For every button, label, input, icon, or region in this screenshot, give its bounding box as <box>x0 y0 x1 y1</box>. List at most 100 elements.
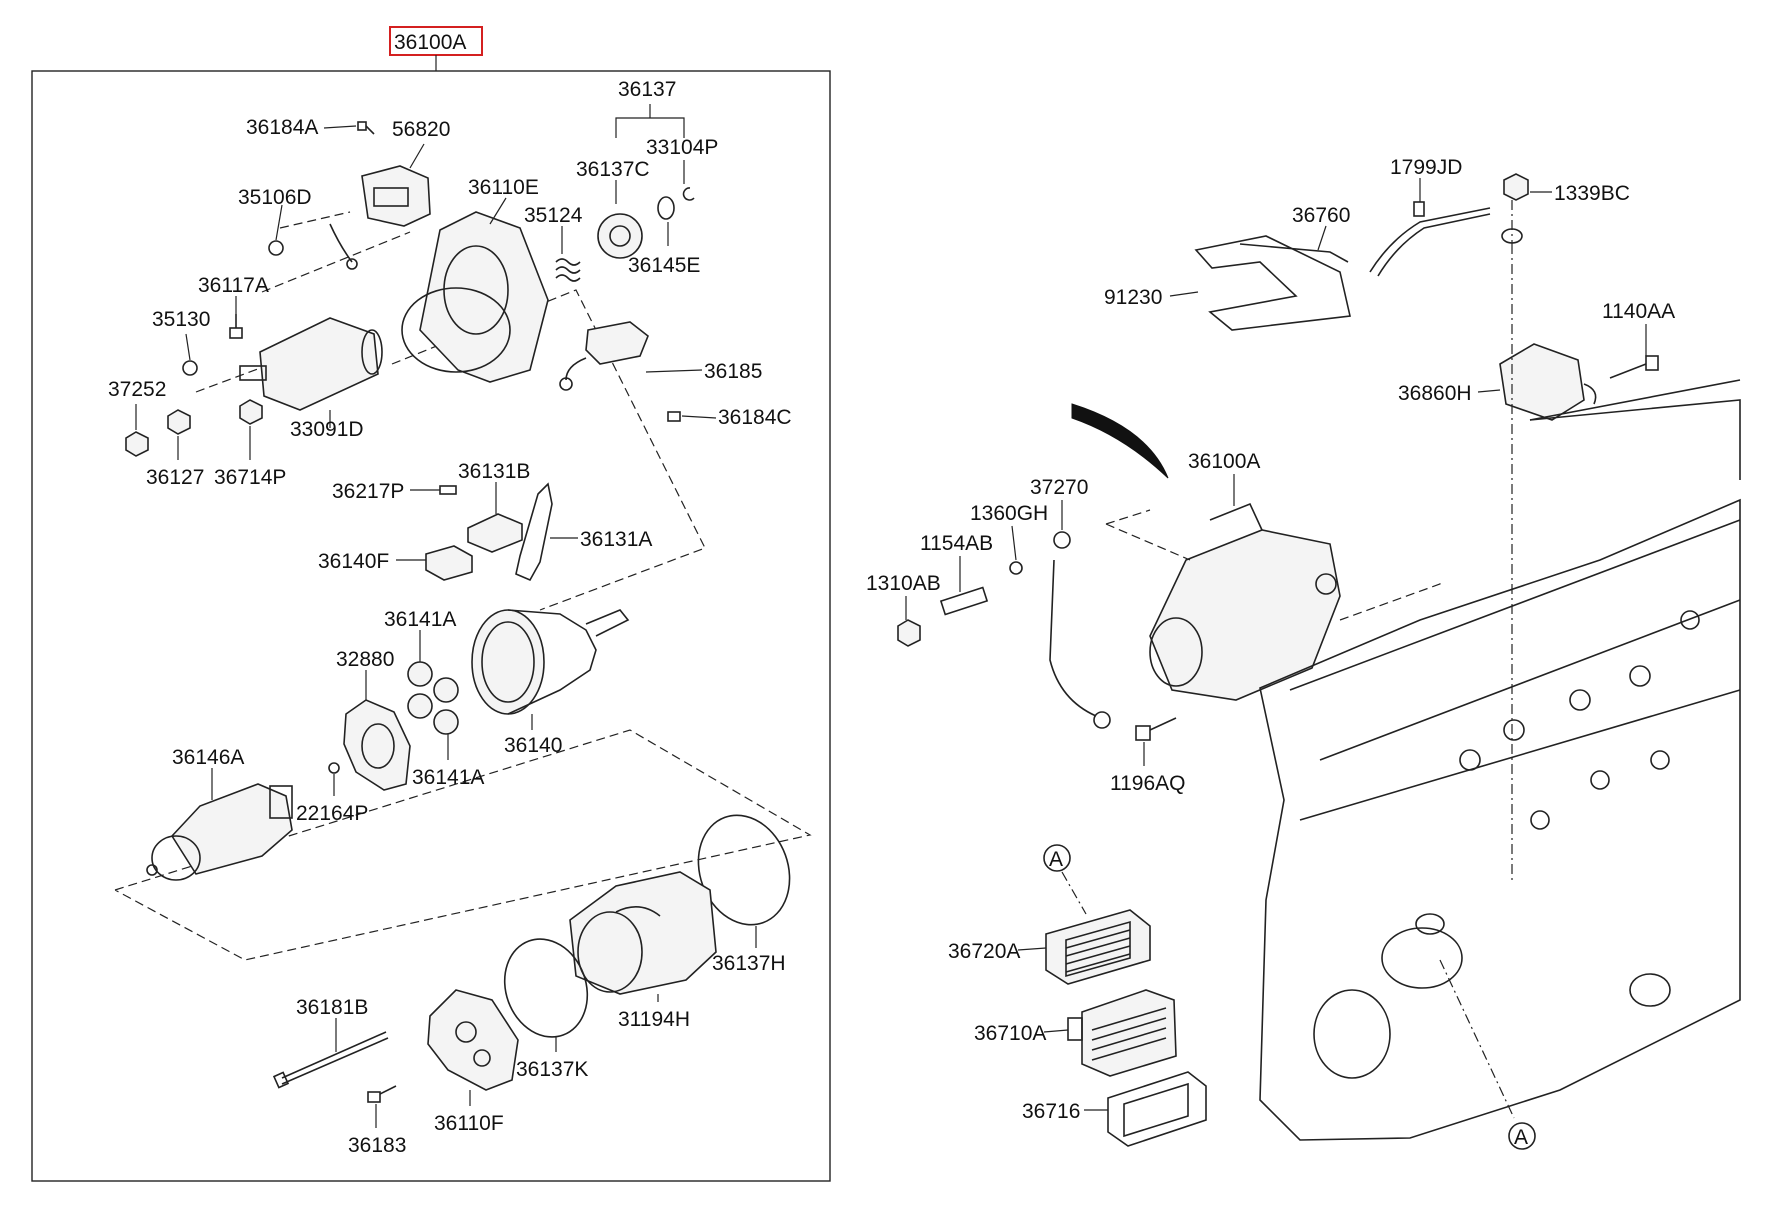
part-36137k[interactable] <box>491 927 600 1048</box>
part-36185[interactable] <box>559 321 649 391</box>
callout-a-engine[interactable] <box>1508 1122 1536 1150</box>
part-36720a[interactable] <box>1045 909 1151 985</box>
label-91230[interactable]: 91230 <box>1104 286 1162 309</box>
label-36860h[interactable]: 36860H <box>1398 382 1472 405</box>
part-36181b[interactable] <box>272 1031 389 1089</box>
part-1196aq[interactable] <box>1135 717 1177 741</box>
part-22164p[interactable] <box>328 762 340 774</box>
label-36110e[interactable]: 36110E <box>468 176 539 199</box>
label-35124[interactable]: 35124 <box>524 204 583 227</box>
part-32880[interactable] <box>343 699 411 791</box>
label-36117a[interactable]: 36117A <box>198 274 269 297</box>
label-35106d[interactable]: 35106D <box>238 186 312 209</box>
part-36141a-gears[interactable] <box>407 661 459 735</box>
part-36137c[interactable] <box>597 213 643 259</box>
part-36131a[interactable] <box>515 482 553 582</box>
part-36110f[interactable] <box>427 989 519 1091</box>
part-91230[interactable] <box>1194 235 1351 331</box>
part-33091d[interactable] <box>239 317 383 411</box>
label-56820[interactable]: 56820 <box>392 118 450 141</box>
part-37270[interactable] <box>1049 531 1111 729</box>
label-36146a[interactable]: 36146A <box>172 746 244 769</box>
part-36714p[interactable] <box>239 399 263 425</box>
label-36131a[interactable]: 36131A <box>580 528 652 551</box>
label-36145e[interactable]: 36145E <box>628 254 700 277</box>
part-37252[interactable] <box>125 431 149 457</box>
label-1140aa[interactable]: 1140AA <box>1602 300 1675 323</box>
part-33104p[interactable] <box>682 187 695 201</box>
label-36137k[interactable]: 36137K <box>516 1058 588 1081</box>
guide-dashed-lower <box>114 729 812 961</box>
label-36140f[interactable]: 36140F <box>318 550 389 573</box>
leader-36760 <box>1317 225 1327 251</box>
part-36140[interactable] <box>471 609 630 715</box>
label-22164p[interactable]: 22164P <box>296 802 368 825</box>
part-36183[interactable] <box>367 1085 397 1103</box>
label-36183[interactable]: 36183 <box>348 1134 406 1157</box>
label-1799jd[interactable]: 1799JD <box>1390 156 1462 179</box>
assembly-label[interactable]: 36100A <box>394 31 466 54</box>
label-32880[interactable]: 32880 <box>336 648 394 671</box>
part-36716[interactable] <box>1107 1071 1207 1147</box>
part-36145e[interactable] <box>657 196 675 220</box>
label-36140[interactable]: 36140 <box>504 734 562 757</box>
leader-35130 <box>185 333 191 361</box>
label-33104p[interactable]: 33104P <box>646 136 718 159</box>
label-35130[interactable]: 35130 <box>152 308 210 331</box>
part-36110e[interactable] <box>401 211 549 383</box>
part-36217p[interactable] <box>439 485 457 495</box>
guide-starter-mount <box>1339 580 1441 621</box>
part-36127[interactable] <box>167 409 191 435</box>
part-31194h[interactable] <box>569 871 717 995</box>
part-36131b[interactable] <box>467 513 523 553</box>
callout-a-stack[interactable] <box>1043 844 1071 872</box>
part-35106d[interactable] <box>268 240 284 256</box>
part-36117a[interactable] <box>229 314 243 339</box>
label-36137c[interactable]: 36137C <box>576 158 650 181</box>
part-35124[interactable] <box>555 258 581 282</box>
part-1339bc[interactable] <box>1501 173 1529 244</box>
label-37252[interactable]: 37252 <box>108 378 166 401</box>
part-36860h[interactable] <box>1499 343 1597 421</box>
part-36146a[interactable] <box>146 783 293 881</box>
label-36720a[interactable]: 36720A <box>948 940 1020 963</box>
label-1360gh[interactable]: 1360GH <box>970 502 1048 525</box>
label-36181b[interactable]: 36181B <box>296 996 368 1019</box>
part-1799jd[interactable] <box>1413 201 1425 217</box>
label-36110f[interactable]: 36110F <box>434 1112 504 1135</box>
label-36127[interactable]: 36127 <box>146 466 204 489</box>
part-1140aa[interactable] <box>1609 355 1659 379</box>
label-1196aq[interactable]: 1196AQ <box>1110 772 1186 795</box>
part-1360gh[interactable] <box>1009 561 1023 575</box>
label-36141a-bot[interactable]: 36141A <box>412 766 484 789</box>
part-35130[interactable] <box>182 360 198 376</box>
label-36131b[interactable]: 36131B <box>458 460 530 483</box>
label-31194h[interactable]: 31194H <box>618 1008 690 1031</box>
part-1154ab[interactable] <box>939 586 989 616</box>
label-1339bc[interactable]: 1339BC <box>1554 182 1630 205</box>
part-36710a[interactable] <box>1067 989 1177 1077</box>
label-36141a-top[interactable]: 36141A <box>384 608 456 631</box>
label-36710a[interactable]: 36710A <box>974 1022 1046 1045</box>
label-36137[interactable]: 36137 <box>618 78 676 101</box>
part-36184c[interactable] <box>667 411 681 422</box>
label-36137h[interactable]: 36137H <box>712 952 786 975</box>
part-36100a-installed[interactable] <box>1149 502 1341 701</box>
part-1310ab[interactable] <box>897 619 921 647</box>
label-36217p[interactable]: 36217P <box>332 480 404 503</box>
label-1310ab[interactable]: 1310AB <box>866 572 941 595</box>
part-36140f[interactable] <box>425 545 473 581</box>
label-36184a[interactable]: 36184A <box>246 116 318 139</box>
part-36184a[interactable] <box>357 121 375 135</box>
part-56820[interactable] <box>329 165 431 270</box>
label-33091d[interactable]: 33091D <box>290 418 364 441</box>
part-36760[interactable] <box>1239 207 1491 277</box>
label-36185[interactable]: 36185 <box>704 360 762 383</box>
label-36760[interactable]: 36760 <box>1292 204 1350 227</box>
label-37270[interactable]: 37270 <box>1030 476 1088 499</box>
label-1154ab[interactable]: 1154AB <box>920 532 993 555</box>
label-36716[interactable]: 36716 <box>1022 1100 1080 1123</box>
label-36714p[interactable]: 36714P <box>214 466 286 489</box>
label-36100a-right[interactable]: 36100A <box>1188 450 1260 473</box>
label-36184c[interactable]: 36184C <box>718 406 792 429</box>
